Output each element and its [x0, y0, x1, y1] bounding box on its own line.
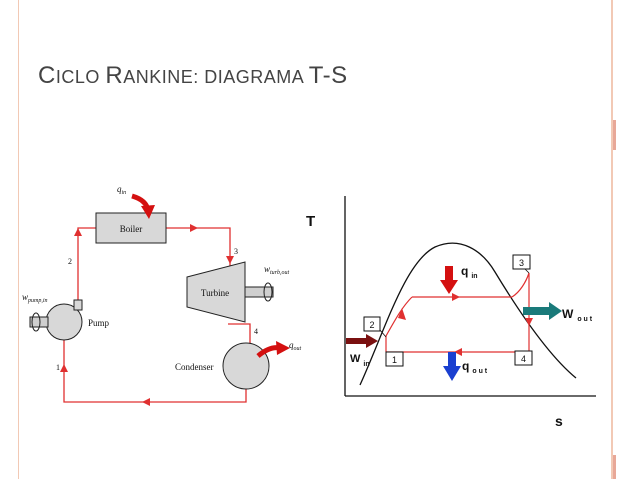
ts-q-out-main: q	[462, 359, 469, 373]
pump-shaft-rotation	[31, 312, 41, 332]
heat-in-arrowhead	[141, 205, 155, 219]
q-in-main: q	[117, 184, 122, 194]
pipe-turbine-to-condenser	[228, 323, 251, 344]
schematic-state-4: 4	[254, 327, 258, 336]
cycle-arrow	[452, 293, 460, 301]
right-decoration-line	[611, 0, 613, 479]
state-1-label: 1	[392, 355, 397, 365]
page-title: CICLO RANKINE: DIAGRAMA T-S	[38, 62, 348, 90]
state-4-label: 4	[521, 354, 526, 364]
ts-q-in-sub: in	[471, 273, 477, 280]
state-box-4	[514, 350, 533, 366]
state-2-label: 2	[369, 320, 374, 330]
heat-out-arrow-shaft	[448, 352, 456, 366]
turbine-shaft-rotation	[263, 282, 273, 302]
turbine-shaft	[244, 286, 274, 298]
cycle-arrow	[398, 308, 406, 320]
state-box-1	[385, 351, 404, 367]
pump-outlet	[73, 299, 83, 311]
title-cap: R	[105, 62, 124, 89]
title-rest: ANKINE: DIAGRAMA	[123, 67, 309, 87]
condenser-label: Condenser	[175, 362, 214, 372]
saturation-dome	[359, 242, 577, 386]
w-pump-label: wpump,in	[22, 292, 48, 304]
cycle-flow-arrows	[398, 293, 533, 356]
ts-q-in-main: q	[461, 264, 468, 278]
heat-out-arrowhead	[443, 366, 461, 381]
right-decoration-bar	[613, 455, 616, 479]
flow-arrows	[60, 224, 234, 406]
work-out-arrow-shaft	[523, 307, 551, 315]
flow-arrow	[142, 398, 150, 406]
heat-in-arrowhead	[440, 280, 458, 294]
pipe-2-to-boiler	[77, 227, 96, 302]
schematic-state-2: 2	[68, 257, 72, 266]
schematic-state-3: 3	[234, 247, 238, 256]
rankine-schematic: Boiler qin Turbine wturb,out Pump wpump,…	[22, 184, 302, 406]
q-in-sub: in	[122, 190, 127, 196]
ts-diagram: T s 3	[306, 196, 596, 429]
ts-q-out-sub: o u t	[472, 368, 487, 375]
q-in-label: qin	[117, 184, 126, 196]
pipe-boiler-to-turbine	[166, 227, 231, 270]
schematic-state-1: 1	[56, 363, 60, 372]
title-cap: T-S	[308, 62, 348, 89]
heat-in-arrow-shaft	[445, 266, 453, 280]
pump-label: Pump	[88, 318, 110, 328]
ts-w-out-main: W	[562, 307, 574, 321]
w-turb-label: wturb,out	[264, 264, 290, 276]
q-out-main: q	[289, 340, 294, 350]
boiler-box	[95, 212, 167, 244]
flow-arrow	[226, 256, 234, 264]
q-out-label: qout	[289, 340, 302, 352]
w-turb-sub: turb,out	[270, 270, 290, 276]
state-box-3	[512, 254, 531, 270]
boiler-label: Boiler	[120, 224, 143, 234]
state2-pointer	[379, 329, 387, 338]
s-axis-label: s	[555, 413, 563, 429]
flow-arrow	[60, 364, 68, 372]
w-pump-main: w	[22, 292, 28, 302]
turbine-label: Turbine	[201, 288, 229, 298]
superheat-curve	[511, 272, 530, 298]
title-cap: C	[38, 62, 56, 89]
work-in-arrow-shaft	[346, 338, 368, 344]
q-out-sub: out	[294, 346, 302, 352]
ts-w-in-main: W	[350, 353, 361, 365]
condenser-body	[222, 342, 270, 390]
right-decoration-bar	[613, 120, 616, 150]
title-rest: ICLO	[55, 67, 106, 87]
t-axis-label: T	[306, 213, 315, 230]
pipe-condenser-to-pump	[63, 340, 247, 403]
turbine-shape	[186, 261, 246, 323]
w-pump-sub: pump,in	[27, 298, 48, 304]
ts-w-out-sub: o u t	[577, 316, 592, 323]
heat-out-arrowhead	[276, 341, 290, 355]
rankine-cycle-path	[385, 272, 530, 353]
flow-arrow	[74, 228, 82, 236]
state-box-2	[363, 316, 381, 332]
state-3-label: 3	[519, 258, 524, 268]
heating-curve	[385, 296, 413, 337]
cycle-arrow	[525, 318, 533, 326]
w-turb-main: w	[264, 264, 270, 274]
left-decoration-line	[18, 0, 19, 479]
ts-w-in-sub: in	[363, 361, 369, 368]
cycle-arrow	[454, 348, 462, 356]
work-out-arrowhead	[549, 302, 562, 320]
work-in-arrowhead	[366, 334, 378, 348]
flow-arrow	[190, 224, 198, 232]
